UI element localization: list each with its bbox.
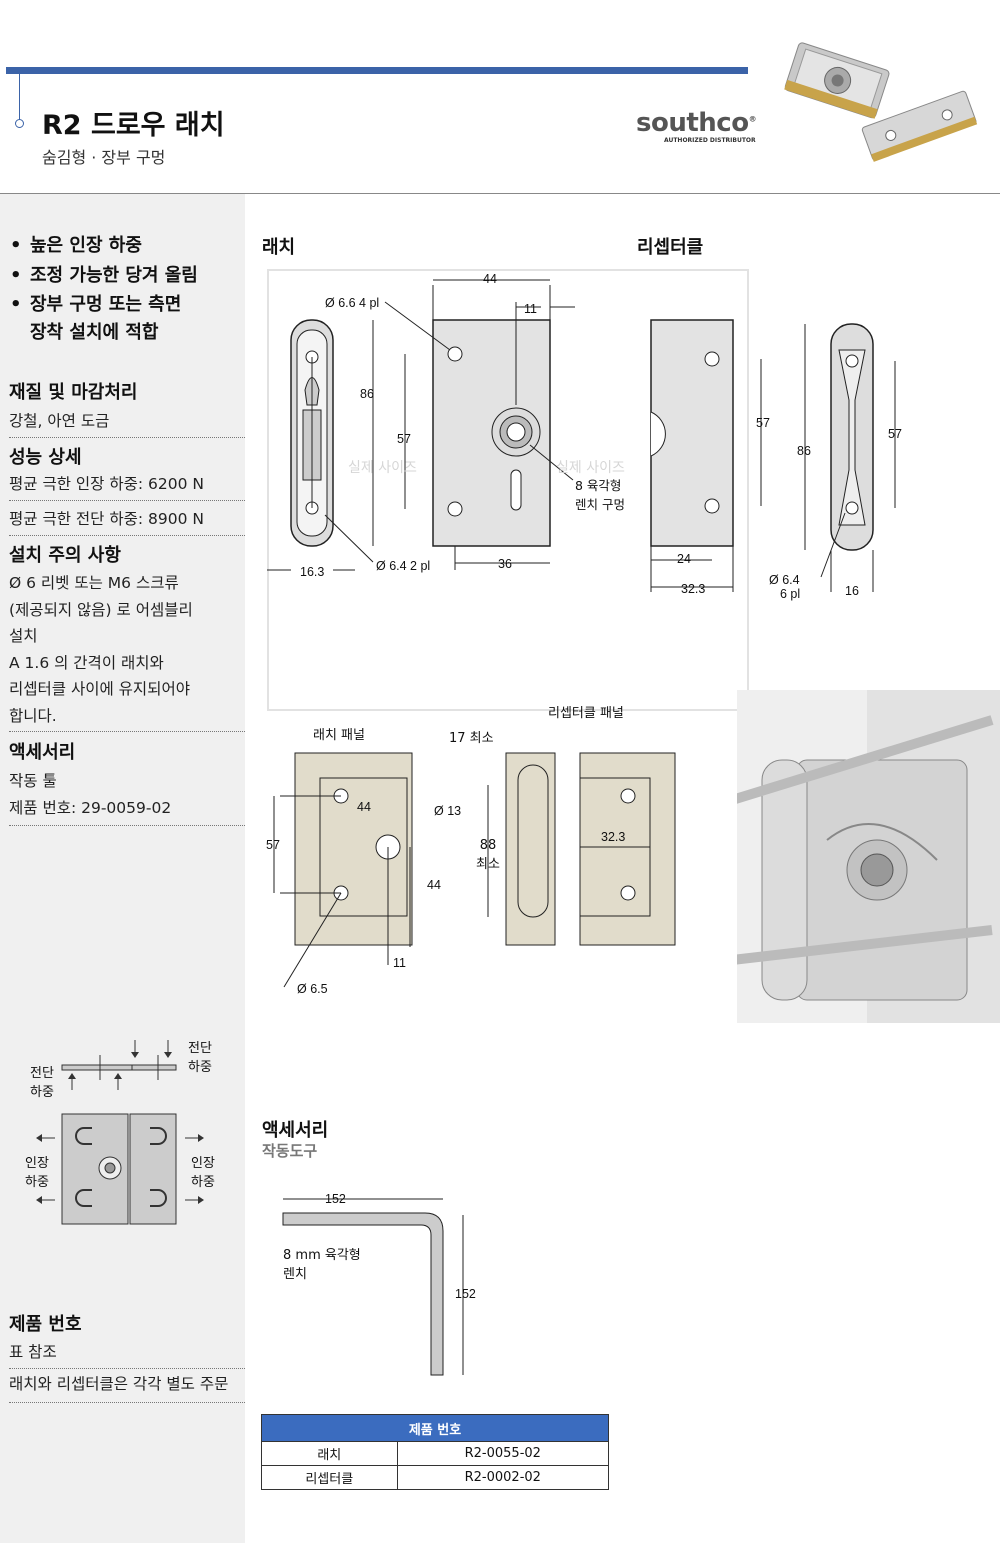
tool-heading: 액세서리 — [262, 1120, 329, 1141]
shear-load: 평균 극한 전단 하중: 8900 N — [9, 507, 245, 536]
product-photo — [784, 42, 978, 162]
dim-panel-13: Ø 13 — [434, 804, 462, 818]
install-heading: 설치 주의 사항 — [9, 545, 121, 566]
table-row: 리셉터클 R2-0002-02 — [261, 1465, 610, 1490]
receptacle-drawing-title: 리셉터클 — [637, 237, 704, 258]
table-cell-name: 리셉터클 — [261, 1465, 398, 1490]
dim-panel-11: 11 — [393, 956, 406, 970]
table-cell-part: R2-0055-02 — [396, 1441, 610, 1466]
dim-11: 11 — [524, 302, 537, 316]
brand-logo: southco® — [636, 108, 757, 138]
latch-drawing-title: 래치 — [262, 237, 296, 258]
part-number-note: 래치와 리셉터클은 각각 별도 주문 — [9, 1372, 245, 1403]
part-number-table: 제품 번호 래치 R2-0055-02 리셉터클 R2-0002-02 — [261, 1414, 610, 1490]
tool-subheading: 작동도구 — [262, 1142, 318, 1160]
watermark-label: 실제 사이즈 — [348, 460, 417, 476]
panel-cutout-drawing — [273, 752, 676, 988]
part-number-ref: 표 참조 — [9, 1340, 245, 1369]
dim-16-3: 16.3 — [300, 565, 325, 579]
dim-44: 44 — [483, 272, 497, 286]
dim-57: 57 — [397, 432, 411, 446]
feature-item: •조정 가능한 당겨 올림 — [10, 265, 198, 286]
watermark-label: 실제 사이즈 — [556, 460, 625, 476]
material-heading: 재질 및 마감처리 — [9, 382, 138, 403]
latch-panel-label: 래치 패널 — [313, 728, 365, 743]
tool-length-1: 152 — [325, 1192, 346, 1206]
page-title: R2 드로우 래치 — [42, 110, 225, 141]
table-cell-part: R2-0002-02 — [396, 1465, 610, 1490]
dim-36: 36 — [498, 557, 512, 571]
dim-rec-32-3: 32.3 — [681, 582, 706, 596]
accessory-heading: 액세서리 — [9, 742, 76, 763]
dim-panel-65: Ø 6.5 — [297, 982, 328, 996]
technical-drawing — [267, 269, 896, 711]
min-17-label: 17 최소 — [449, 731, 494, 746]
page-subtitle: 숨김형 · 장부 구멍 — [42, 148, 166, 167]
part-number-heading: 제품 번호 — [9, 1314, 82, 1335]
header-accent-dot — [15, 119, 24, 128]
accessory-info: 작동 툴 제품 번호: 29-0059-02 — [9, 768, 245, 826]
material-text: 강철, 아연 도금 — [9, 409, 245, 438]
header-divider — [0, 193, 1000, 194]
dim-panel-57: 57 — [266, 838, 280, 852]
dim-hole-66: Ø 6.6 4 pl — [325, 296, 380, 310]
performance-heading: 성능 상세 — [9, 447, 82, 468]
header-accent-line — [19, 74, 20, 122]
receptacle-panel-label: 리셉터클 패널 — [548, 706, 624, 721]
load-diagram — [36, 1040, 204, 1225]
dim-rec-24: 24 — [677, 552, 691, 566]
feature-item: •높은 인장 하중 — [10, 235, 142, 256]
dim-rec-16: 16 — [845, 584, 859, 598]
dim-panel-44: 44 — [357, 800, 371, 814]
assembly-illustration — [737, 690, 1000, 1023]
dim-rec-57: 57 — [756, 416, 770, 430]
dim-panel-32-3: 32.3 — [601, 830, 626, 844]
install-notes: Ø 6 리벳 또는 M6 스크류 (제공되지 않음) 로 어셈블리 설치 A 1… — [9, 570, 245, 732]
tensile-load: 평균 극한 인장 하중: 6200 N — [9, 472, 245, 501]
dim-hole-64: Ø 6.4 2 pl — [376, 559, 431, 573]
dim-86: 86 — [360, 387, 374, 401]
tool-length-2: 152 — [455, 1287, 476, 1301]
left-panel — [0, 194, 245, 1543]
table-header: 제품 번호 — [261, 1414, 609, 1442]
dim-rec-57b: 57 — [888, 427, 902, 441]
dim-panel-44b: 44 — [427, 878, 441, 892]
header-accent-bar — [6, 67, 748, 74]
dim-rec-86: 86 — [797, 444, 811, 458]
table-cell-name: 래치 — [261, 1441, 398, 1466]
tool-drawing — [282, 1198, 464, 1376]
table-row: 래치 R2-0055-02 — [261, 1441, 610, 1466]
brand-subtitle: AUTHORIZED DISTRIBUTOR — [664, 137, 756, 144]
